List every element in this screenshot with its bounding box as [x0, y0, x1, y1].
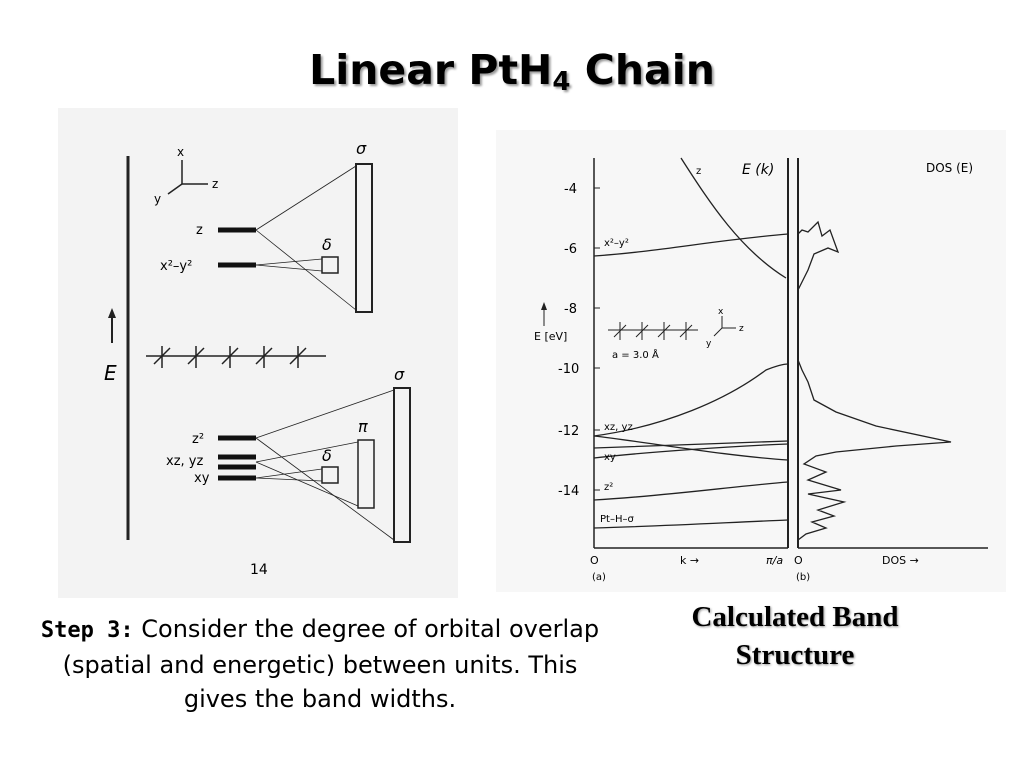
- axis-x-label: x: [177, 145, 184, 159]
- connector: [255, 264, 323, 272]
- top-sigma-band: [355, 163, 373, 313]
- y-ticks: [594, 187, 600, 491]
- inset-axis-y: [713, 327, 723, 337]
- inset-axis-y-label: y: [706, 339, 712, 349]
- orbital-label-xy: xy: [194, 471, 210, 486]
- band-pthsigma: [593, 519, 789, 529]
- orbital-label-z: z: [196, 223, 203, 238]
- connector: [255, 437, 395, 541]
- dos-curve: [797, 220, 952, 541]
- bottom-sigma-label: σ: [394, 365, 405, 384]
- connector: [255, 441, 359, 463]
- energy-arrow-head: [108, 308, 116, 318]
- curve-label-xzyz: xz, yz: [604, 422, 633, 433]
- band-x2y2: [593, 233, 789, 257]
- curve-label-z: z: [696, 166, 701, 177]
- connector: [255, 258, 323, 266]
- connector: [255, 389, 395, 439]
- band-structure-plot: -4 -6 -8 -10 -12 -14 E [eV] E (k) DOS (E…: [496, 130, 1006, 592]
- band-xy: [593, 443, 789, 459]
- connector: [255, 461, 359, 507]
- energy-label: E: [104, 361, 117, 385]
- curve-label-x2y2: x²–y²: [604, 238, 629, 249]
- xaxis-a-start: O: [590, 554, 599, 567]
- axis-z-label: z: [212, 177, 218, 191]
- band-curves: [593, 157, 789, 529]
- inset-axis-x-label: x: [718, 307, 724, 317]
- top-delta-band: [321, 256, 339, 274]
- step-text: Step 3: Consider the degree of orbital o…: [40, 612, 600, 716]
- slide-title: Linear PtH4 Chain: [0, 46, 1024, 97]
- connector: [255, 468, 323, 479]
- orbital-label-x2y2: x²–y²: [160, 259, 192, 274]
- curve-label-xy: xy: [604, 452, 616, 463]
- bottom-pi-band: [357, 439, 375, 509]
- ytick-label: -4: [564, 182, 577, 197]
- xaxis-a-panel: (a): [592, 572, 606, 583]
- ylabel-arrow-head: [541, 302, 547, 310]
- bottom-pi-label: π: [358, 417, 368, 436]
- dos-header: DOS (E): [926, 161, 973, 175]
- step-body: Consider the degree of orbital overlap (…: [62, 615, 600, 713]
- connector: [255, 477, 323, 482]
- chain-units: [153, 346, 307, 368]
- title-main: Linear PtH: [309, 46, 553, 94]
- curve-label-pthsigma: Pt–H–σ: [600, 514, 634, 525]
- title-subscript: 4: [552, 67, 571, 97]
- curve-label-z2: z²: [604, 482, 613, 493]
- ytick-label: -8: [564, 302, 577, 317]
- top-delta-label: δ: [322, 235, 332, 254]
- orbital-label-z2: z²: [192, 432, 204, 447]
- axis-y-line: [167, 183, 183, 195]
- ytick-label: -10: [558, 362, 579, 377]
- band-z2: [593, 481, 789, 501]
- bottom-sigma-band: [393, 387, 411, 543]
- ek-header: E (k): [742, 162, 774, 178]
- band-z: [680, 157, 787, 279]
- band-xy-upper: [593, 440, 789, 449]
- ytick-label: -6: [564, 242, 577, 257]
- inset-lattice-label: a = 3.0 Å: [612, 348, 659, 361]
- xaxis-a-k: k →: [680, 554, 699, 567]
- top-sigma-label: σ: [356, 139, 367, 158]
- ytick-label: -12: [558, 424, 579, 439]
- xaxis-a-end: π/a: [766, 554, 783, 567]
- band-structure-svg: -4 -6 -8 -10 -12 -14 E [eV] E (k) DOS (E…: [534, 157, 988, 583]
- xaxis-b-start: O: [794, 554, 803, 567]
- inset-axis-z-label: z: [739, 324, 744, 334]
- connector: [255, 165, 357, 231]
- ylabel: E [eV]: [534, 330, 567, 343]
- bottom-delta-band: [321, 466, 339, 484]
- xaxis-b-dos: DOS →: [882, 554, 919, 567]
- band-xzyz: [593, 363, 789, 437]
- figure-number: 14: [250, 562, 268, 578]
- orbital-diagram: E x z y σ δ z x²–y² σ π: [58, 108, 458, 598]
- step-lead: Step 3:: [40, 618, 134, 643]
- axis-y-label: y: [154, 192, 161, 206]
- xaxis-b-panel: (b): [796, 572, 810, 583]
- connector: [255, 229, 357, 311]
- band-crossing: [593, 435, 789, 461]
- orbital-label-xzyz: xz, yz: [166, 454, 203, 469]
- inset-chain-units: [613, 322, 693, 340]
- ytick-label: -14: [558, 484, 579, 499]
- bottom-delta-label: δ: [322, 446, 332, 465]
- orbital-diagram-svg: E x z y σ δ z x²–y² σ π: [104, 139, 411, 578]
- title-suffix: Chain: [570, 46, 715, 94]
- band-structure-caption: Calculated Band Structure: [691, 601, 899, 671]
